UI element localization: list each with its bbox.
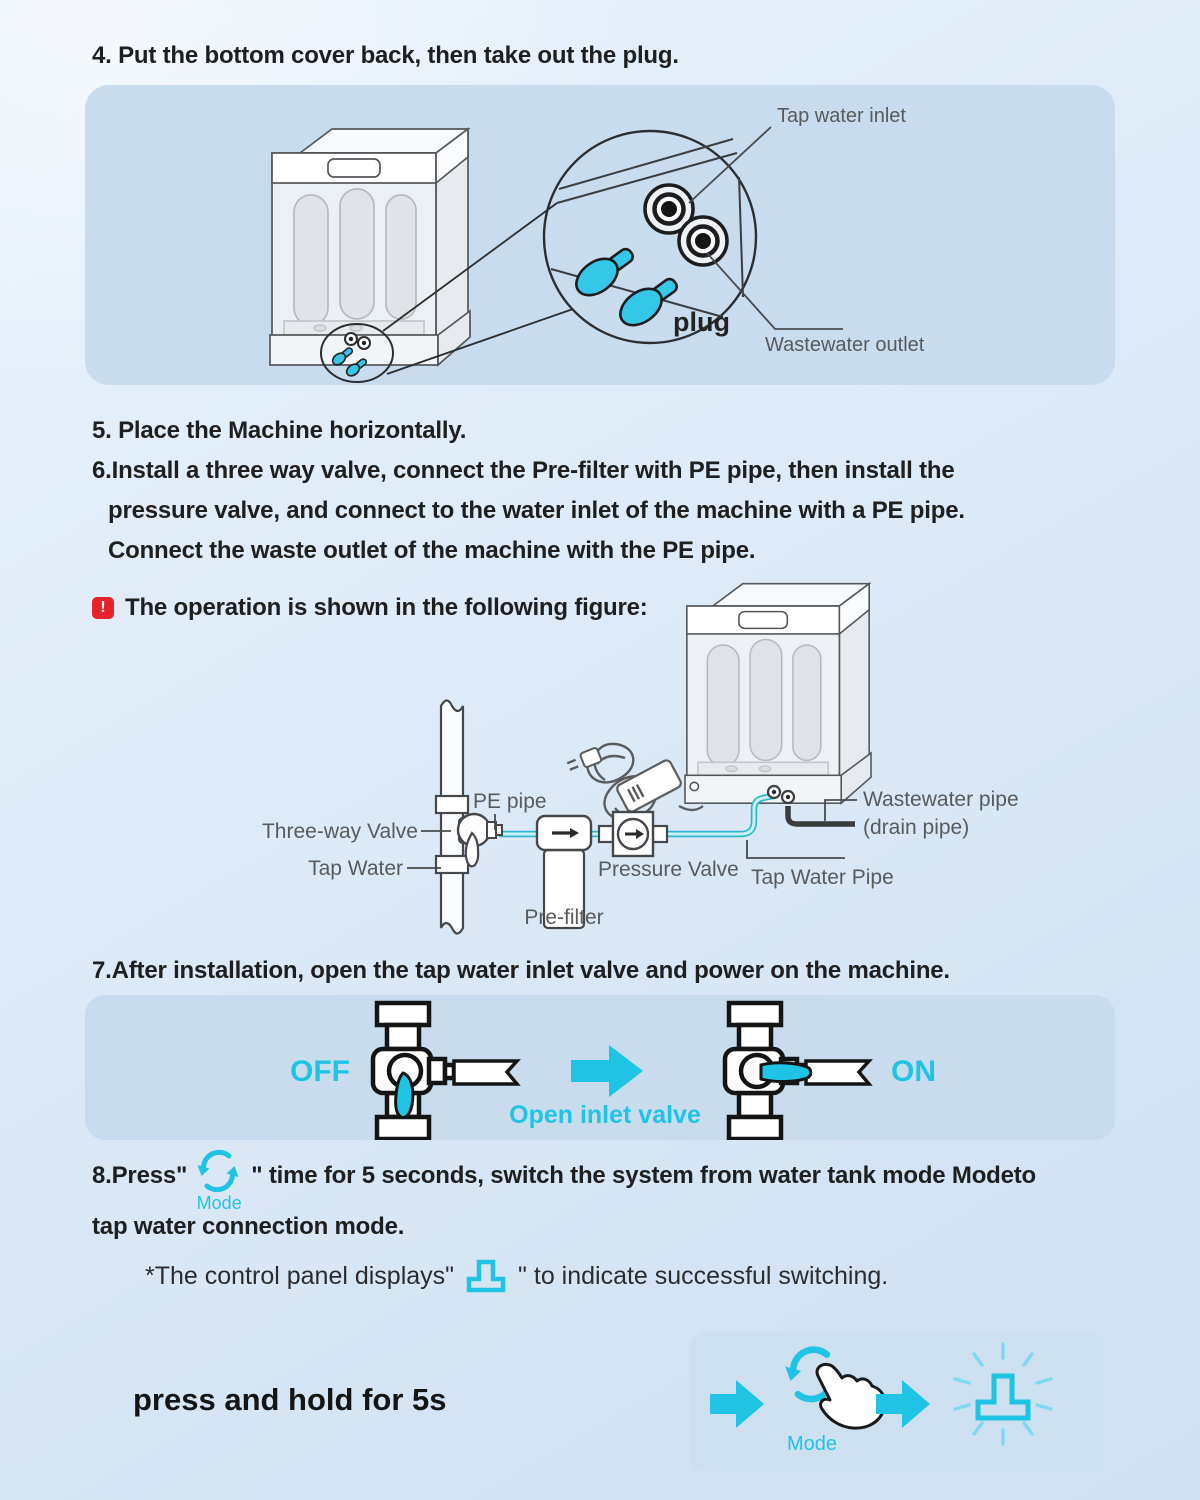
pressure-valve-drawing [597, 810, 669, 858]
tap-water-inlet-label: Tap water inlet [777, 105, 906, 127]
press-hold-caption: press and hold for 5s [133, 1382, 447, 1417]
step8-line1: 8.Press" Mode " time for 5 seconds, swit… [92, 1148, 1037, 1213]
off-label: OFF [290, 1055, 350, 1088]
plug-icon [619, 277, 679, 327]
tap-water-wall-pipe [434, 699, 470, 935]
wastewater-drain-pipe [785, 806, 855, 827]
tap-water-label: Tap Water [308, 857, 403, 880]
mode-cycle-icon [197, 1149, 239, 1193]
tap-mode-blinking-icon [953, 1342, 1053, 1446]
pressing-hand-icon [815, 1362, 887, 1430]
control-panel-note: *The control panel displays" " to indica… [145, 1258, 888, 1294]
tap-mode-icon [466, 1259, 506, 1293]
panel-note-prefix: *The control panel displays" [145, 1261, 455, 1290]
pressure-valve-label: Pressure Valve [598, 858, 739, 881]
pre-filter-drawing [535, 814, 593, 930]
glow-rays [953, 1342, 1053, 1446]
pre-filter-label: Pre-filter [524, 906, 603, 929]
tap-water-inlet-fitting [643, 183, 695, 235]
installation-diagram: PE pipe Three-way Valve Tap Water Pre-fi… [262, 582, 1019, 935]
figure1-illustration: plug Tap water inlet Wastewater outlet [269, 105, 925, 383]
valve-closed-drawing [370, 1000, 521, 1142]
mode-button-label: Mode [787, 1433, 837, 1455]
plug-icon [575, 247, 635, 297]
power-adapter [566, 742, 704, 822]
step7-heading: 7.After installation, open the tap water… [92, 957, 950, 984]
wastewater-outlet-fitting [677, 215, 729, 267]
machine-fittings [766, 784, 796, 805]
panel-note-suffix: " to indicate successful switching. [518, 1261, 889, 1290]
alert-icon: ! [92, 597, 114, 619]
figure2-panel: OFF [85, 995, 1115, 1142]
step6-line3: Connect the waste outlet of the machine … [108, 537, 756, 564]
zoom-source-circle [320, 202, 574, 383]
arrow-right-icon [571, 1045, 643, 1097]
valve-handle-open [759, 1061, 813, 1083]
zoom-detail-circle: plug [542, 129, 758, 345]
on-label: ON [891, 1055, 936, 1088]
mode-button: Mode [195, 1148, 243, 1213]
pe-pipe-label: PE pipe [473, 790, 547, 813]
press-sequence-panel: Mode [690, 1332, 1105, 1472]
valve-handle-closed [394, 1071, 415, 1119]
step6-line1: 6.Install a three way valve, connect the… [92, 457, 955, 484]
step8-line2: tap water connection mode. [92, 1213, 405, 1240]
pe-pipe-line [499, 792, 774, 838]
wastewater-pipe-label: Wastewater pipe [863, 788, 1019, 811]
three-way-valve-drawing [456, 812, 503, 868]
valve-on-off-illustration: OFF [290, 1000, 936, 1142]
wastewater-outlet-label: Wastewater outlet [765, 334, 925, 356]
machine-drawing [269, 127, 471, 367]
valve-open-drawing [722, 1000, 873, 1142]
tap-water-pipe-label: Tap Water Pipe [751, 866, 894, 889]
step4-heading: 4. Put the bottom cover back, then take … [92, 42, 679, 69]
plug-label: plug [673, 307, 730, 337]
operation-note-text: The operation is shown in the following … [125, 594, 648, 621]
drain-pipe-label: (drain pipe) [863, 816, 969, 839]
open-inlet-valve-caption: Open inlet valve [509, 1101, 701, 1129]
figure1-panel: plug Tap water inlet Wastewater outlet [85, 85, 1115, 385]
mode-button-label: Mode [196, 1193, 242, 1213]
step5-heading: 5. Place the Machine horizontally. [92, 417, 467, 444]
arrow-right-icon [876, 1380, 930, 1428]
step8-suffix: " time for 5 seconds, switch the system … [251, 1162, 1037, 1189]
machine-drawing [684, 582, 872, 805]
operation-note: ! The operation is shown in the followin… [92, 594, 648, 622]
three-way-valve-label: Three-way Valve [262, 820, 418, 843]
step6-line2: pressure valve, and connect to the water… [108, 497, 965, 524]
arrow-right-icon [710, 1380, 764, 1428]
step8-prefix: 8.Press" [92, 1162, 188, 1189]
press-sequence-illustration: Mode [710, 1342, 1053, 1455]
